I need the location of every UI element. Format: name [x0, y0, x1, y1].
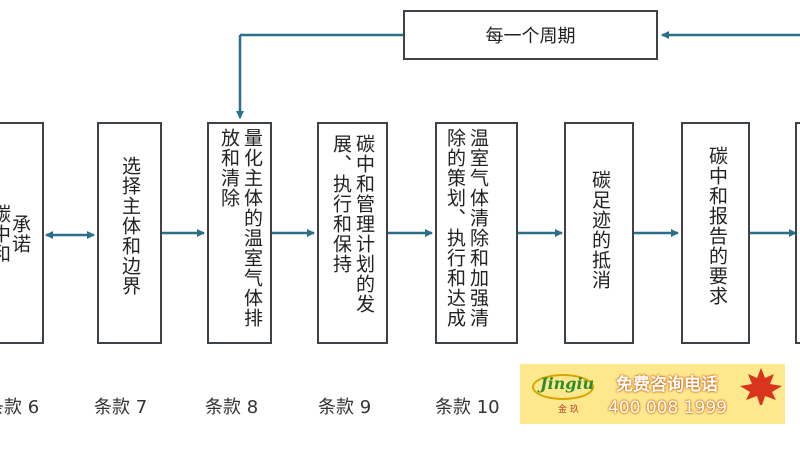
hotline-banner[interactable]: Jingiu 金 玖 免费咨询电话 400 008 1999 [520, 364, 785, 424]
cycle-box: 每一个周期 [403, 10, 658, 60]
brand-logo-subtitle: 金 玖 [558, 405, 579, 415]
step-box-quantify: 量化主体的温室气体排放和清除 [207, 122, 272, 344]
clause-label-9: 条款 9 [318, 397, 372, 418]
step-text-report: 碳中和报告的要求 [706, 146, 728, 306]
step-text-management-plan: 碳中和管理计划的发展、执行和保持 [330, 134, 375, 314]
clause-label-6: 条款 6 [0, 397, 40, 418]
step-box-commitment: 承诺 碳中和 [0, 122, 44, 344]
clause-label-7: 条款 7 [94, 397, 148, 418]
clause-label-10: 条款 10 [435, 397, 500, 418]
step-box-management-plan: 碳中和管理计划的发展、执行和保持 [317, 122, 388, 344]
step-text-select-entity: 选择主体和边界 [119, 156, 141, 296]
step-box-removal: 温室气体清除和加强清除的策划、执行和达成 [435, 122, 518, 344]
hotline-title: 免费咨询电话 [616, 375, 718, 395]
step-text-commitment: 承诺 [9, 214, 31, 254]
step-box-select-entity: 选择主体和边界 [97, 122, 162, 344]
step-box-next-partial [795, 122, 800, 344]
step-text-offset: 碳足迹的抵消 [589, 170, 611, 290]
step-text-quantify: 量化主体的温室气体排放和清除 [218, 128, 263, 328]
step-text-removal: 温室气体清除和加强清除的策划、执行和达成 [444, 128, 489, 328]
step-box-report: 碳中和报告的要求 [681, 122, 750, 344]
step-text-carbon-neutral: 碳中和 [0, 204, 11, 264]
clause-label-8: 条款 8 [205, 397, 259, 418]
logo-ring [532, 374, 594, 400]
hotline-number: 400 008 1999 [608, 398, 727, 418]
step-box-offset: 碳足迹的抵消 [564, 122, 634, 344]
maple-leaf-icon [740, 368, 782, 405]
brand-logo: Jingiu [540, 374, 595, 393]
